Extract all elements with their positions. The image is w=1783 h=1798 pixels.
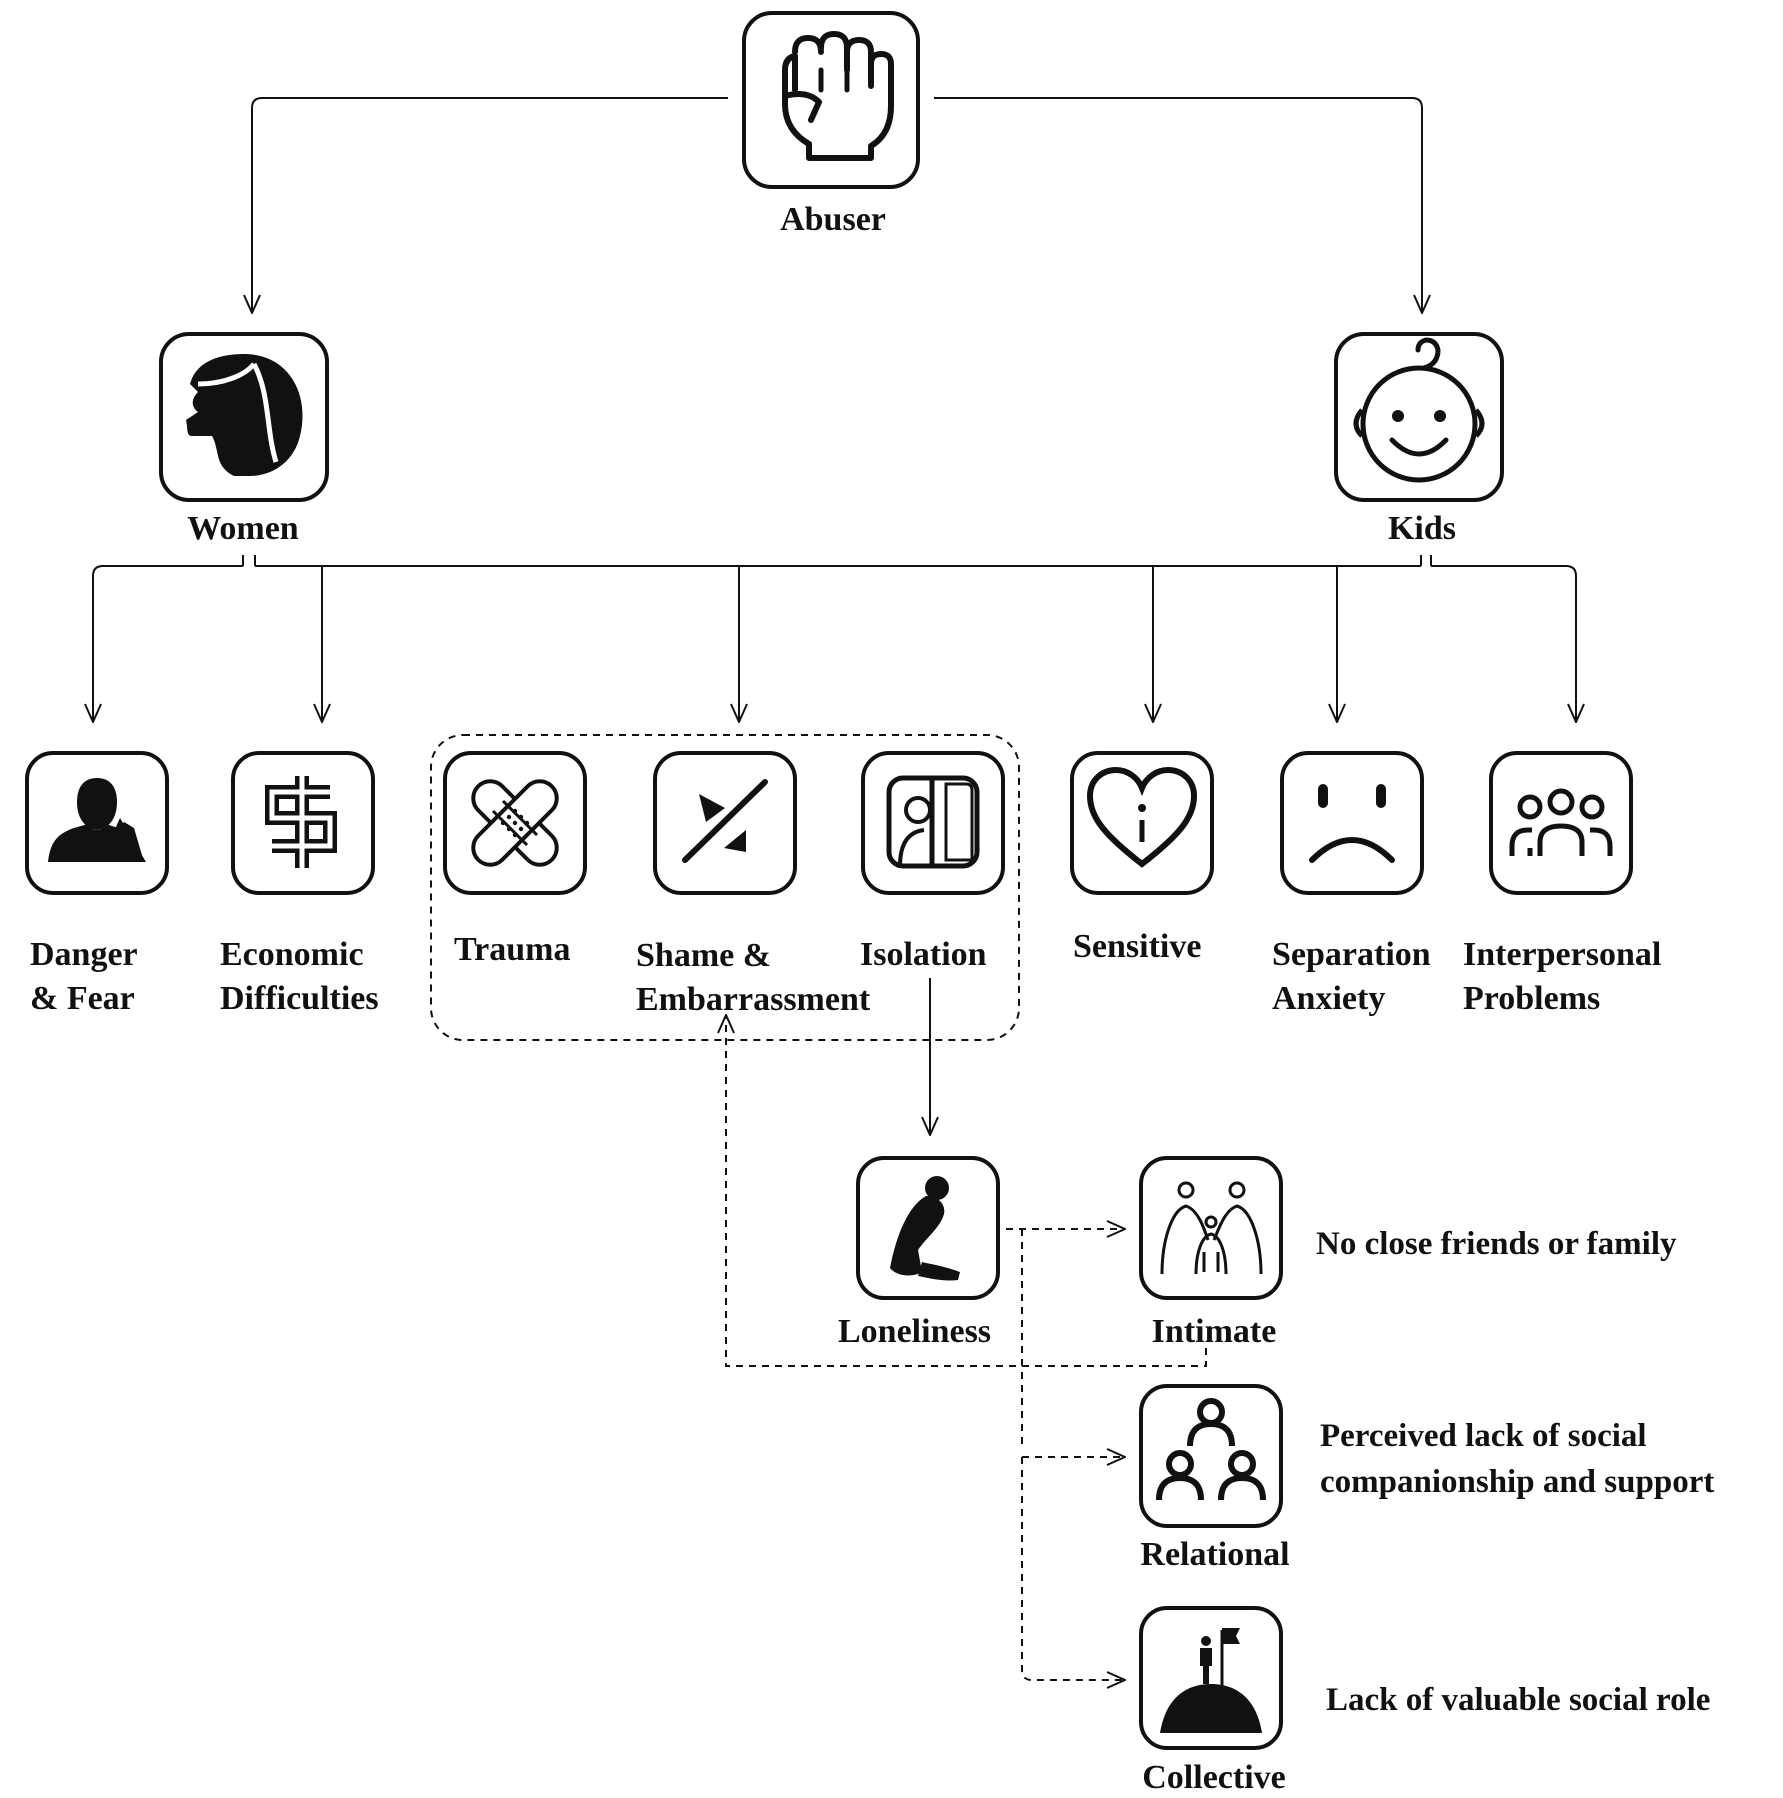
edge-abuser-kids (934, 97, 1422, 313)
economic-label-1: Economic (220, 936, 364, 973)
sad-face-icon (1309, 784, 1395, 863)
danger-fear-label-1: Danger (30, 936, 138, 973)
isolation-label: Isolation (860, 936, 987, 973)
node-women: Women (159, 332, 329, 547)
separation-label-2: Anxiety (1272, 980, 1385, 1017)
threatened-person-icon (48, 778, 146, 862)
node-sensitive: Sensitive (1070, 751, 1214, 965)
collective-description: Lack of valuable social role (1326, 1682, 1710, 1718)
isolation-door-icon (886, 775, 980, 869)
person-on-hill-flag-icon (1160, 1628, 1262, 1733)
three-people-icon (1156, 1398, 1266, 1501)
shame-slash-icon (682, 779, 768, 863)
harm-group-outline (430, 734, 1020, 1041)
node-collective: Collective Lack of valuable social role (1139, 1606, 1710, 1796)
node-interpersonal: Interpersonal Problems (1463, 751, 1661, 1017)
node-kids: Kids (1334, 332, 1504, 547)
node-trauma: Trauma (443, 751, 587, 968)
node-separation: Separation Anxiety (1272, 751, 1431, 1017)
trauma-label: Trauma (454, 931, 570, 968)
women-label: Women (187, 510, 299, 547)
node-intimate: Intimate No close friends or family (1139, 1156, 1677, 1350)
kids-label: Kids (1388, 510, 1456, 547)
fist-icon (782, 31, 894, 161)
node-loneliness: Loneliness (838, 1156, 1000, 1350)
relational-description-1: Perceived lack of social (1320, 1418, 1647, 1454)
edge-women-danger (93, 565, 243, 722)
group-people-icon (1509, 788, 1613, 856)
shame-label-2: Embarrassment (636, 981, 871, 1018)
loneliness-label: Loneliness (838, 1313, 991, 1350)
crouching-person-icon (890, 1176, 960, 1281)
shame-label-1: Shame & (636, 937, 771, 974)
edge-loneliness-collective-trunk (1021, 1457, 1125, 1680)
heart-info-icon (1086, 766, 1198, 868)
baby-face-icon (1353, 337, 1485, 483)
relational-label: Relational (1140, 1536, 1289, 1573)
edge-kids-interpersonal (1431, 565, 1576, 722)
node-danger-fear: Danger & Fear (25, 751, 169, 1017)
collective-label: Collective (1142, 1759, 1286, 1796)
node-abuser: Abuser (742, 11, 920, 238)
node-shame: Shame & Embarrassment (636, 751, 871, 1018)
bandage-icon (471, 779, 559, 867)
interpersonal-label-2: Problems (1463, 980, 1600, 1017)
danger-fear-label-2: & Fear (30, 980, 135, 1017)
connectors (93, 97, 1576, 1680)
sensitive-label: Sensitive (1073, 928, 1201, 965)
relational-description-2: companionship and support (1320, 1464, 1714, 1500)
intimate-description: No close friends or family (1316, 1226, 1677, 1262)
close-pair-icon (1160, 1181, 1263, 1275)
separation-label-1: Separation (1272, 936, 1431, 973)
edge-abuser-women (252, 97, 728, 313)
economic-label-2: Difficulties (220, 980, 379, 1017)
node-economic: Economic Difficulties (220, 751, 379, 1017)
node-relational: Relational Perceived lack of social comp… (1139, 1384, 1714, 1573)
interpersonal-label-1: Interpersonal (1463, 936, 1661, 973)
abuser-label: Abuser (780, 201, 886, 238)
woman-profile-icon (186, 354, 303, 476)
dollar-sign-icon (265, 776, 337, 868)
node-isolation: Isolation (860, 751, 1005, 973)
intimate-label: Intimate (1152, 1313, 1277, 1350)
